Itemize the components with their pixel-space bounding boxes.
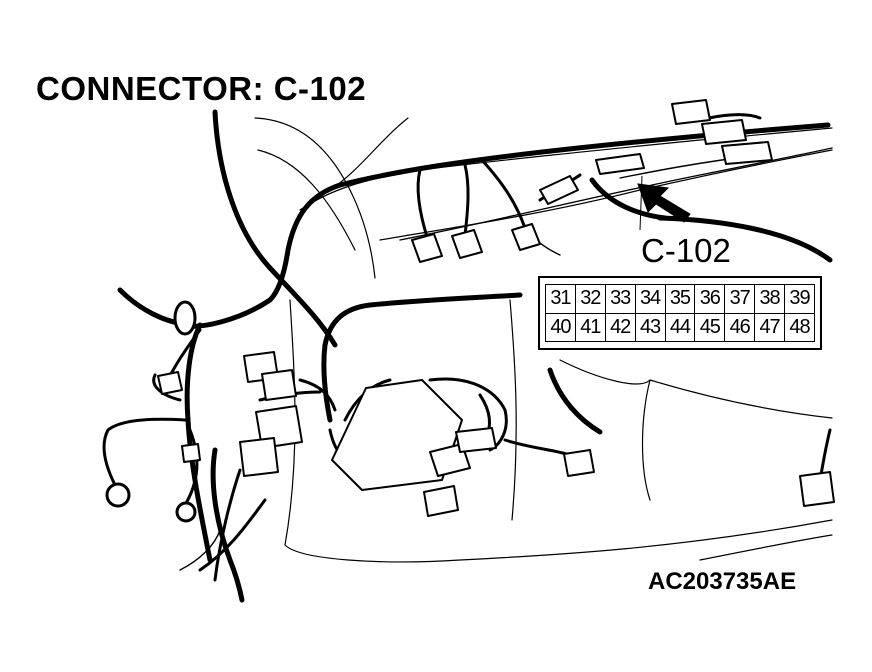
- pin-cell: 38: [754, 284, 785, 314]
- pin-cell: 37: [724, 284, 756, 314]
- pin-cell: 42: [604, 312, 636, 342]
- pin-cell: 47: [754, 312, 785, 342]
- thin-harness: [179, 147, 833, 571]
- page-title: CONNECTOR: C-102: [36, 70, 367, 107]
- pin-cell: 44: [664, 312, 696, 342]
- pin-cell: 34: [634, 284, 666, 314]
- pin-cell: 40: [545, 312, 576, 342]
- pin-cell: 33: [604, 284, 636, 314]
- pin-cell: 45: [694, 312, 726, 342]
- connector-pinout: 31 32 33 34 35 36 37 38 39 40 41 42 43 4…: [538, 276, 822, 350]
- figure-id: AC203735AE: [648, 568, 797, 595]
- main-harness: [117, 109, 833, 603]
- connector-callout-label: C-102: [641, 232, 731, 269]
- pin-cell: 31: [545, 284, 576, 314]
- pin-cell: 46: [724, 312, 756, 342]
- ring-terminals: [105, 300, 197, 523]
- pin-cell: 48: [784, 312, 815, 342]
- pin-cell: 35: [664, 284, 696, 314]
- pin-cell: 43: [634, 312, 666, 342]
- connector-blocks: [157, 99, 835, 517]
- pin-row-bottom: 40 41 42 43 44 45 46 47 48: [545, 312, 815, 342]
- pin-cell: 32: [574, 284, 606, 314]
- pinout-grid: 31 32 33 34 35 36 37 38 39 40 41 42 43 4…: [545, 284, 815, 342]
- pin-cell: 39: [784, 284, 815, 314]
- pin-row-top: 31 32 33 34 35 36 37 38 39: [545, 284, 815, 314]
- pin-cell: 41: [574, 312, 606, 342]
- pin-cell: 36: [694, 284, 726, 314]
- pointer-arrow: [637, 175, 691, 231]
